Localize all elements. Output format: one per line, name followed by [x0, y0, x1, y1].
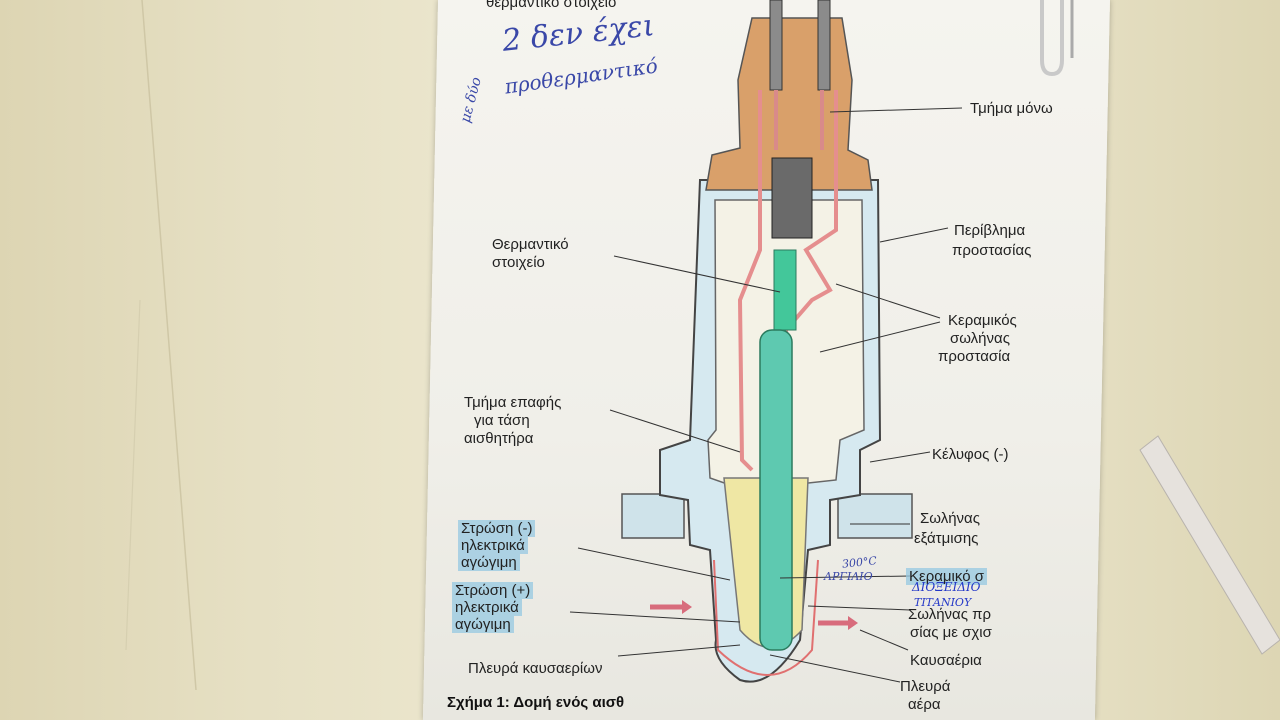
label-ceramic-tube-2: σωλήνας: [950, 330, 1010, 347]
label-air-side-1: Πλευρά: [900, 678, 951, 695]
label-ceramic-tube-1: Κεραμικός: [948, 312, 1017, 329]
label-contact-2: για τάση: [474, 412, 530, 429]
label-ceramic-body: Κεραμικό σ: [906, 568, 987, 585]
layer-plus-line-1: Στρώση (+): [452, 582, 534, 599]
label-exhaust-pipe-1: Σωλήνας: [920, 510, 980, 527]
label-single-part: Τμήμα μόνω: [970, 100, 1053, 117]
layer-plus-line-2: ηλεκτρικά: [452, 599, 522, 616]
label-exhaust-pipe-2: εξάτμισης: [914, 530, 979, 547]
label-protective-housing-2: προστασίας: [952, 242, 1032, 259]
ceramic-body-text: Κεραμικό σ: [906, 568, 987, 585]
handwritten-material-1: ΔΙΟΞΕΙΔΙΟ: [912, 580, 981, 594]
layer-minus-line-3: αγώγιμη: [458, 554, 520, 571]
label-protective-housing-1: Περίβλημα: [954, 222, 1026, 239]
label-exhaust-side: Πλευρά καυσαερίων: [468, 660, 603, 677]
layer-minus-line-1: Στρώση (-): [458, 520, 536, 537]
label-layer-plus: Στρώση (+) ηλεκτρικά αγώγιμη: [452, 582, 534, 633]
figure-caption: Σχήμα 1: Δομή ενός αισθ: [447, 694, 625, 711]
handwritten-material-3: ΑΡΓΙΛΙΟ: [824, 570, 873, 583]
label-contact-1: Τμήμα επαφής: [464, 394, 562, 411]
label-layer-minus: Στρώση (-) ηλεκτρικά αγώγιμη: [458, 520, 536, 571]
layer-minus-line-2: ηλεκτρικά: [458, 537, 528, 554]
layer-plus-line-3: αγώγιμη: [452, 616, 514, 633]
label-ceramic-tube-3: προστασία: [938, 348, 1011, 365]
label-contact-3: αισθητήρα: [464, 430, 534, 447]
label-shell: Κέλυφος (-): [932, 446, 1009, 463]
label-heater-1: Θερμαντικό: [492, 236, 569, 253]
label-air-side-2: αέρα: [908, 696, 941, 713]
label-top-heater: θερμαντικό στοιχείο: [486, 0, 617, 11]
handwritten-material-2: ΤΙΤΑΝΙΟΥ: [914, 596, 972, 609]
label-heater-2: στοιχείο: [492, 254, 545, 271]
label-slotted-tube-2: σίας με σχισ: [910, 624, 992, 641]
label-slotted-tube-1: Σωλήνας πρ: [908, 606, 991, 623]
label-exhaust-gas: Καυσαέρια: [910, 652, 982, 669]
